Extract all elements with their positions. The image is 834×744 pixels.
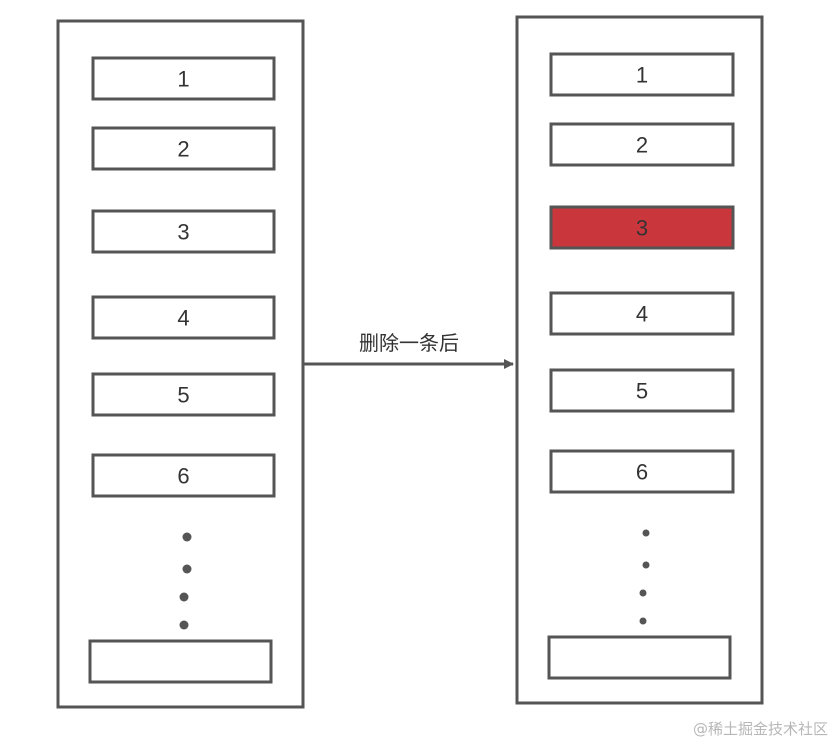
after-item-1-box (549, 52, 735, 97)
before-ellipsis-dot (179, 592, 189, 602)
before-item-4-label: 4 (177, 306, 189, 331)
watermark: @稀土掘金技术社区 (693, 720, 828, 738)
after-ellipsis-dot (642, 561, 650, 569)
before-ellipsis-dot (179, 620, 189, 630)
before-list: 1 2 3 4 5 6 (56, 19, 305, 709)
after-item-2-label: 2 (636, 133, 648, 158)
before-ellipsis-dot (182, 564, 192, 574)
after-item-2: 2 (549, 122, 735, 167)
before-item-5-label: 5 (177, 383, 189, 408)
after-item-4-box (549, 291, 735, 336)
after-item-6-label: 6 (636, 460, 648, 485)
before-item-6: 6 (91, 453, 276, 498)
after-item-3-label: 3 (636, 216, 648, 241)
before-item-1: 1 (91, 56, 276, 101)
after-ellipsis-dot (639, 589, 647, 597)
before-item-1-label: 1 (177, 67, 189, 92)
after-item-last-box (547, 635, 732, 680)
before-item-4: 4 (91, 295, 276, 340)
after-item-3-box (549, 205, 735, 250)
after-item-4: 4 (549, 291, 735, 336)
before-item-5: 5 (91, 372, 276, 417)
after-item-5-box (549, 368, 735, 413)
after-list-container (515, 15, 764, 705)
before-list-container (56, 19, 305, 709)
after-list: 1 2 3 4 5 6 (515, 15, 764, 705)
before-item-4-box (91, 295, 276, 340)
after-item-3-deleted: 3 (549, 205, 735, 250)
before-item-2-box (91, 126, 276, 171)
after-item-6: 6 (549, 449, 735, 494)
before-ellipsis-dot (182, 532, 192, 542)
before-item-3: 3 (91, 209, 276, 254)
before-item-3-box (91, 209, 276, 254)
after-ellipsis-dot (639, 617, 647, 625)
before-ellipsis (179, 532, 192, 630)
before-item-1-box (91, 56, 276, 101)
before-item-6-label: 6 (177, 464, 189, 489)
before-item-5-box (91, 372, 276, 417)
after-item-1-label: 1 (636, 63, 648, 88)
after-item-5-label: 5 (636, 379, 648, 404)
after-item-last (547, 635, 732, 680)
after-item-2-box (549, 122, 735, 167)
before-item-6-box (91, 453, 276, 498)
after-item-4-label: 4 (636, 302, 648, 327)
before-item-last-box (88, 639, 273, 684)
before-item-2: 2 (91, 126, 276, 171)
after-item-1: 1 (549, 52, 735, 97)
after-ellipsis (639, 529, 650, 625)
before-item-last (88, 639, 273, 684)
after-ellipsis-dot (642, 529, 650, 537)
deletion-arrow: 删除一条后 (304, 331, 514, 369)
before-item-2-label: 2 (177, 137, 189, 162)
arrow-label: 删除一条后 (359, 331, 459, 355)
before-item-3-label: 3 (177, 220, 189, 245)
after-item-5: 5 (549, 368, 735, 413)
after-item-6-box (549, 449, 735, 494)
